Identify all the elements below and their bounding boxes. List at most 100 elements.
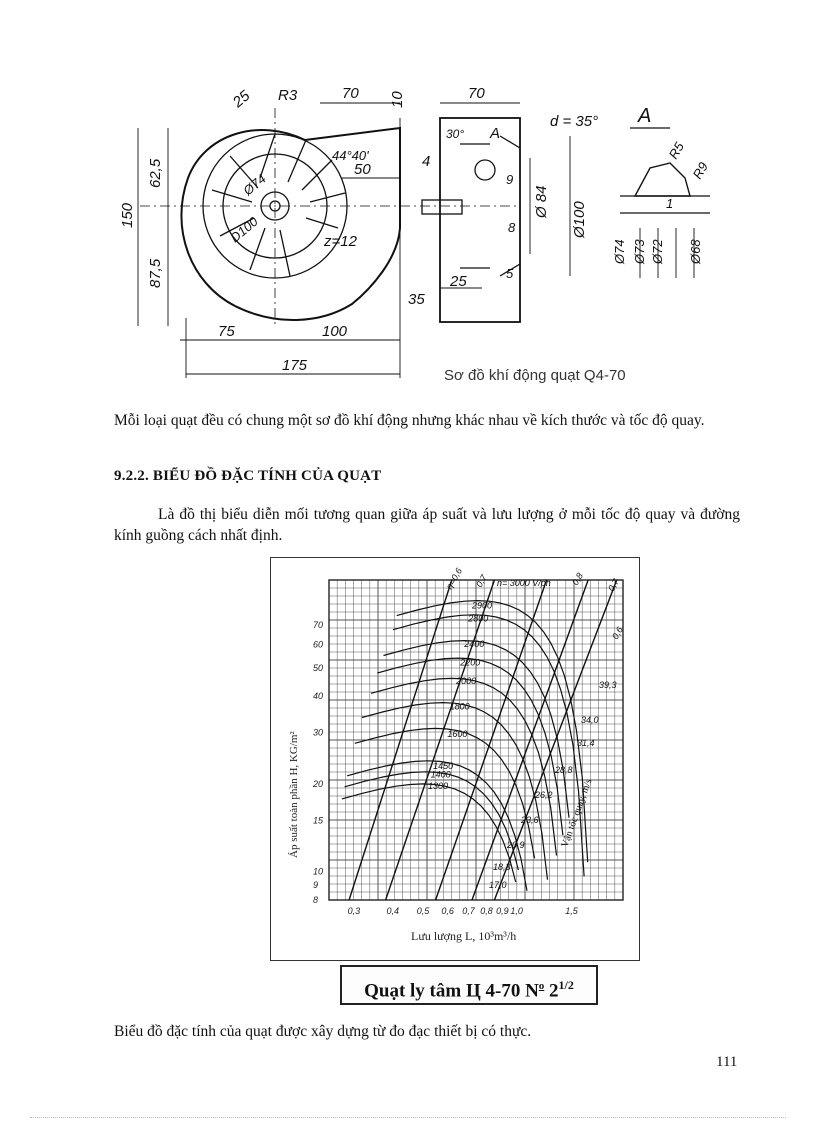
velocity-label: 34,0: [581, 715, 599, 725]
dim-d100: D100: [227, 213, 261, 245]
speed-label: 2000: [455, 676, 476, 686]
speed-label: 1450: [433, 761, 453, 771]
dim-r5: R5: [666, 139, 688, 162]
chart-caption-box: Quạt ly tâm Ц 4-70 No 21/2: [340, 965, 598, 1005]
y-tick-label: 70: [313, 620, 323, 630]
dim-phi72: Ø72: [650, 239, 665, 265]
speed-curve: [344, 771, 519, 871]
efficiency-line: [384, 579, 496, 901]
dim-100b: 100: [322, 323, 348, 340]
y-tick-label: 50: [313, 663, 323, 673]
speed-curve: [377, 657, 564, 836]
y-tick-label: 40: [313, 691, 323, 701]
speed-curve: [354, 727, 536, 859]
chart-caption-number: 2: [544, 980, 559, 1002]
speed-label: 1600: [447, 729, 467, 739]
x-tick-label: 1,0: [510, 906, 523, 916]
chart-caption-text: Quạt ly tâm Ц 4-70 N: [364, 980, 539, 1002]
dim-4: 4: [422, 153, 430, 170]
dim-phi73: Ø73: [632, 239, 647, 265]
x-axis-label: Lưu lượng L, 10³m³/h: [411, 929, 516, 943]
dim-8: 8: [508, 220, 516, 235]
dim-62: 62,5: [147, 158, 164, 188]
efficiency-line: [471, 579, 589, 901]
speed-curve: [341, 783, 517, 883]
paragraph-1: Mỗi loại quạt đều có chung một sơ đồ khí…: [114, 412, 705, 429]
y-tick-label: 8: [313, 895, 318, 905]
footer-divider: [30, 1117, 786, 1118]
speed-curve: [361, 701, 549, 880]
efficiency-line: [493, 579, 618, 901]
plot-frame: [328, 579, 624, 901]
section-heading: 9.2.2. BIỂU ĐỒ ĐẶC TÍNH CỦA QUẠT: [114, 468, 382, 484]
efficiency-label: 0,7: [606, 576, 621, 593]
speed-curve: [347, 760, 528, 891]
paragraph-2: Là đồ thị biểu diễn mối tương quan giữa …: [114, 506, 740, 544]
dim-175: 175: [282, 357, 308, 374]
y-tick-label: 10: [313, 867, 323, 877]
speed-label: 2200: [459, 657, 480, 667]
x-tick-label: 0,8: [480, 906, 493, 916]
speed-label: 2900: [471, 600, 492, 610]
speed-label: 2800: [467, 614, 488, 624]
dim-9: 9: [506, 172, 513, 187]
velocity-label: 28,8: [554, 765, 573, 775]
y-tick-label: 30: [313, 728, 323, 738]
label-a-side: A: [489, 125, 500, 142]
efficiency-line: [348, 579, 453, 901]
velocity-label: 31,4: [577, 738, 595, 748]
speed-label: 1300: [428, 781, 448, 791]
speed-curve: [383, 639, 570, 818]
efficiency-label: 0,8: [570, 571, 585, 587]
y-tick-label: 15: [313, 815, 324, 825]
fan-aerodynamic-drawing: 25 R3 70 10 70 d = 35° A A 62,5 87,5 150…: [119, 85, 711, 384]
dim-angle: d = 35°: [550, 113, 598, 130]
dim-phi74: Ø74: [240, 171, 269, 199]
velocity-label: 26,2: [534, 790, 553, 800]
paragraph-3: Biểu đồ đặc tính của quạt được xây dựng …: [114, 1023, 532, 1040]
velocity-label: 20,9: [506, 840, 525, 850]
velocity-label: 18,3: [493, 862, 511, 872]
dim-50: 50: [354, 161, 371, 178]
speed-curve: [392, 614, 585, 877]
chart-caption-sup-o: o: [538, 980, 545, 992]
dim-75: 75: [218, 323, 235, 340]
dim-r3: R3: [278, 87, 298, 104]
velocity-label: 17,0: [489, 880, 507, 890]
page-number: 111: [716, 1054, 738, 1070]
x-tick-label: 0,6: [441, 906, 454, 916]
dim-phi100: Ø100: [571, 201, 588, 239]
x-tick-label: 0,3: [348, 906, 361, 916]
dim-25: 25: [229, 87, 254, 112]
dim-25b: 25: [449, 273, 467, 290]
dim-10: 10: [389, 91, 406, 108]
dim-phi68: Ø68: [688, 239, 703, 265]
dim-87: 87,5: [147, 258, 164, 288]
dim-r9: R9: [690, 160, 711, 182]
chart-caption-sup: 1/2: [558, 978, 574, 992]
dim-phi74b: Ø74: [612, 239, 627, 265]
dim-z12: z=12: [323, 233, 358, 250]
x-tick-label: 0,5: [417, 906, 431, 916]
velocity-label: 39,3: [599, 680, 617, 690]
dim-44-40: 44°40': [332, 148, 369, 163]
y-axis-label: Áp suất toàn phần H, KG/m²: [288, 731, 300, 858]
y-tick-label: 9: [313, 880, 318, 890]
speed-label: 2400: [463, 639, 484, 649]
dim-30: 30°: [446, 127, 464, 141]
speed-curve: [396, 599, 589, 863]
dim-150: 150: [119, 202, 136, 228]
x-tick-label: 0,7: [462, 906, 476, 916]
y-tick-label: 20: [312, 779, 323, 789]
speed-label: 1400: [431, 770, 451, 780]
x-tick-label: 1,5: [565, 906, 579, 916]
dim-phi84: Ø 84: [533, 185, 550, 219]
drawing-caption: Sơ đồ khí động quạt Q4-70: [444, 367, 626, 384]
y-tick-label: 60: [313, 640, 323, 650]
velocity-label: 23,6: [520, 815, 539, 825]
speed-curve: [370, 677, 558, 856]
dim-70b: 70: [468, 85, 485, 102]
